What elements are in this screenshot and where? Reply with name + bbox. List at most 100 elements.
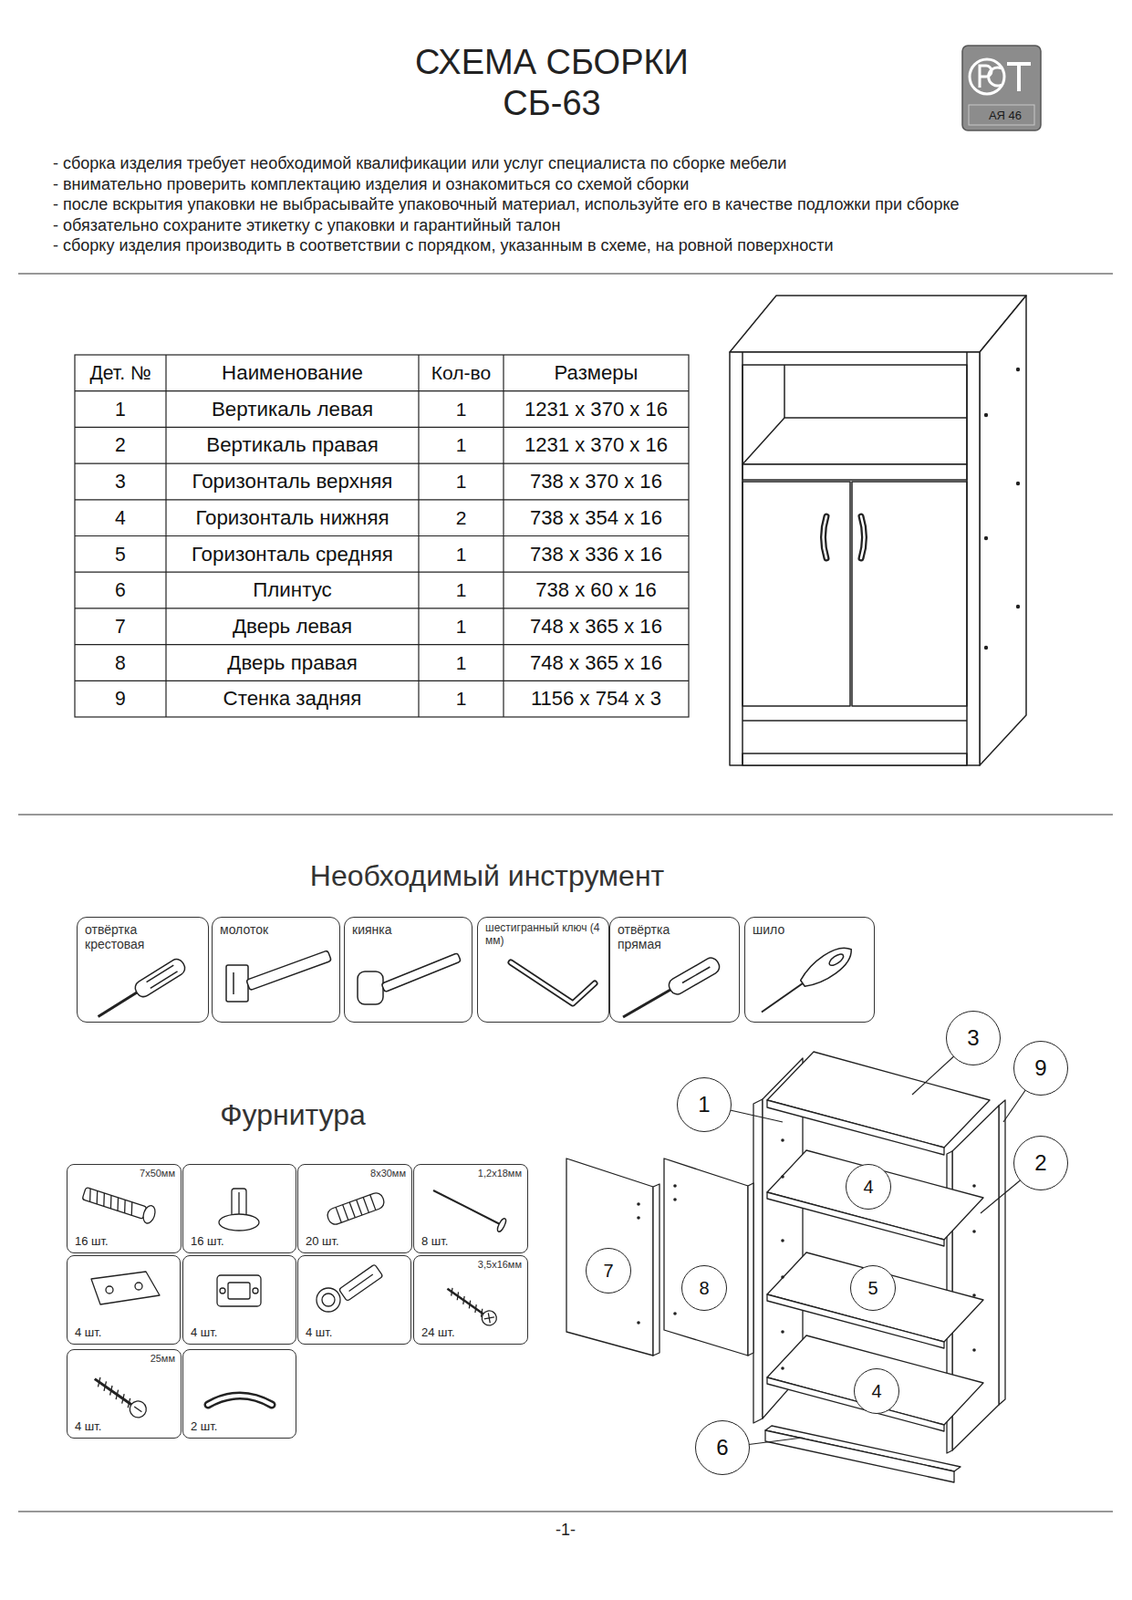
callout-label: 9 [1014, 1057, 1068, 1080]
table-cell: 1 [74, 391, 167, 428]
hardware-box: 4 шт. [297, 1255, 412, 1345]
hardware-count: 2 шт. [190, 1419, 218, 1434]
hardware-icon [217, 1275, 261, 1307]
hardware-count: 4 шт. [74, 1325, 102, 1340]
tool-icon [682, 966, 710, 984]
callout-label: 2 [1014, 1152, 1068, 1174]
hardware-count: 4 шт. [305, 1325, 333, 1340]
table-cell: 748 x 365 x 16 [503, 644, 689, 682]
table-cell: 1156 x 754 x 3 [503, 680, 689, 717]
table-cell: 1 [418, 536, 504, 573]
table-cell: 5 [74, 536, 167, 573]
table-cell: 748 x 365 x 16 [503, 608, 689, 645]
exploded-view [653, 1183, 660, 1356]
hardware-icon [81, 1184, 508, 1422]
hardware-count: 8 шт. [421, 1234, 448, 1248]
tool-icon [98, 992, 137, 1017]
hardware-box: 2 шт. [182, 1349, 297, 1439]
cabinet-illustration [1016, 481, 1020, 486]
table-cell: Вертикаль левая [166, 391, 419, 428]
cabinet-illustration [984, 645, 988, 650]
assembly-note: - сборку изделия производить в соответст… [52, 236, 833, 256]
tool-icon [510, 962, 595, 1004]
table-cell: 2 [74, 426, 167, 464]
callout-label: 1 [677, 1093, 731, 1116]
table-cell: 738 x 370 x 16 [503, 463, 689, 500]
page-number: -1- [519, 1520, 612, 1540]
table-cell: 1231 x 370 x 16 [503, 391, 689, 428]
table-cell: 1 [418, 680, 504, 717]
tool-name: киянка [352, 922, 392, 937]
hardware-icon [81, 1184, 157, 1226]
hardware-count: 20 шт. [305, 1234, 340, 1248]
exploded-view [765, 1425, 961, 1472]
tool-icon [619, 955, 723, 1025]
table-cell: 2 [418, 499, 504, 537]
exploded-view [765, 1430, 955, 1483]
tool-icon [226, 965, 249, 1002]
tool-icon [755, 940, 858, 1021]
parts-table-grid [74, 643, 689, 645]
cabinet-illustration [783, 364, 786, 418]
certification-code: АЯ 46 [962, 108, 1049, 123]
hardware-icon [207, 1395, 272, 1405]
hardware-icon [90, 1371, 150, 1421]
hardware-icon [94, 1377, 134, 1408]
hardware-icon [433, 1190, 500, 1225]
table-cell: Горизонталь верхняя [166, 463, 419, 500]
hardware-icon [478, 1308, 499, 1329]
table-cell: Плинтус [166, 571, 419, 609]
exploded-view [636, 1202, 641, 1206]
hardware-size: 1,2х18мм [477, 1167, 522, 1179]
table-cell: Вертикаль правая [166, 426, 419, 464]
table-cell: 1 [418, 608, 504, 645]
table-cell: Дверь правая [166, 644, 419, 682]
table-cell: 1 [418, 426, 504, 464]
assembly-note: - внимательно проверить комплектацию изд… [52, 175, 689, 195]
table-cell: Размеры [503, 354, 689, 392]
callout-label: 5 [851, 1278, 895, 1298]
tool-icon [666, 955, 723, 997]
callout-number: 4 [853, 1368, 900, 1414]
exploded-view [780, 1138, 785, 1143]
assembly-note: - обязательно сохраните этикетку с упако… [52, 216, 561, 236]
tool-icon [357, 971, 384, 1005]
tool-name: отвёртка прямая [617, 922, 709, 952]
divider-line [18, 273, 1113, 1512]
hardware-icon [218, 1214, 260, 1231]
callout-label: 7 [586, 1261, 631, 1280]
exploded-view [767, 1100, 945, 1155]
callout-label: 4 [854, 1381, 899, 1401]
callout-label: 4 [846, 1177, 891, 1196]
callout-number: 2 [1013, 1135, 1069, 1191]
leader-line [1003, 1086, 1029, 1122]
hardware-icon [91, 1271, 160, 1305]
table-cell: Дверь левая [166, 608, 419, 645]
callout-number: 5 [850, 1265, 896, 1311]
divider-line [18, 272, 1113, 274]
certification-mark-art [988, 67, 1002, 86]
tool-icon [796, 940, 858, 993]
parts-table-grid [74, 535, 689, 537]
leader-line [726, 1109, 783, 1122]
certification-mark-art [969, 59, 1005, 94]
hardware-box: 4 шт. [66, 1255, 181, 1345]
hardware-icon [207, 1395, 272, 1405]
cabinet-illustration [1016, 604, 1020, 609]
hardware-icon [105, 1286, 114, 1294]
hardware-box: 7х50мм16 шт. [66, 1163, 182, 1254]
parts-table-grid [74, 607, 689, 609]
table-cell: 738 x 354 x 16 [503, 499, 689, 537]
tool-name: шестигранный ключ (4 мм) [485, 922, 603, 948]
table-cell: Кол-во [418, 354, 504, 392]
table-cell: 1 [418, 463, 504, 500]
exploded-view [636, 1320, 641, 1325]
tool-icon [150, 971, 178, 989]
cabinet-illustration [742, 417, 967, 465]
table-cell: 7 [74, 608, 167, 645]
cabinet-illustration [861, 516, 865, 559]
hardware-icon [325, 1191, 386, 1227]
hardware-size: 3,5х16мм [477, 1258, 522, 1270]
drawing-code: СБ-63 [369, 83, 735, 124]
parts-table-grid [74, 354, 689, 717]
